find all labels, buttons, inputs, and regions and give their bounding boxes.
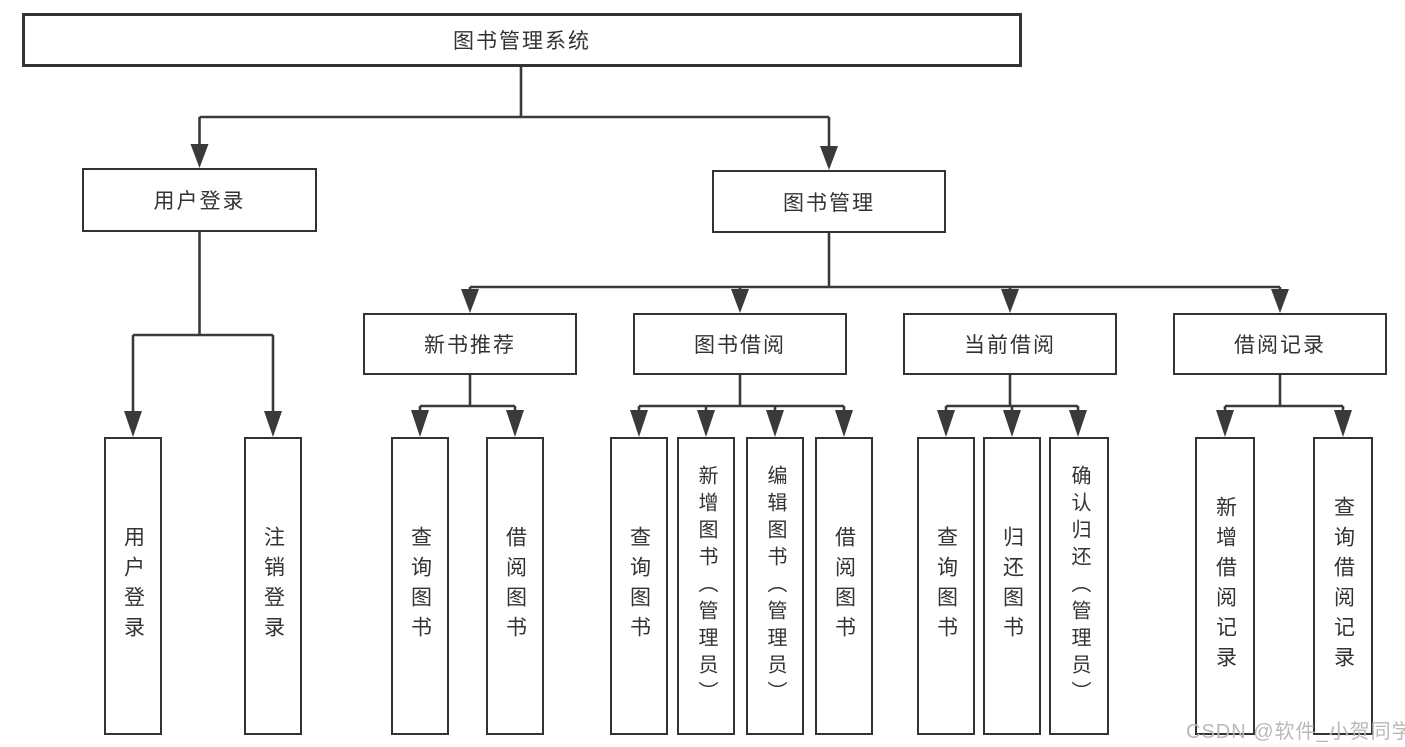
node-query-borrow-record: 查询借阅记录 — [1313, 437, 1373, 735]
node-library-system-label: 图书管理系统 — [453, 30, 591, 53]
node-borrow-books-2-label: 借阅图书 — [832, 526, 856, 646]
node-user-login: 用户登录 — [82, 168, 317, 232]
node-return-books-label: 归还图书 — [1000, 526, 1024, 646]
node-borrowing-records-label: 借阅记录 — [1234, 334, 1326, 357]
node-add-books-admin-label: 新增图书（管理员） — [695, 464, 717, 708]
node-query-borrow-record-label: 查询借阅记录 — [1331, 496, 1355, 676]
node-query-books-2-label: 查询图书 — [627, 526, 651, 646]
node-return-books: 归还图书 — [983, 437, 1041, 735]
node-borrow-books-1-label: 借阅图书 — [503, 526, 527, 646]
node-logout-label: 注销登录 — [261, 526, 285, 646]
node-edit-books-admin: 编辑图书（管理员） — [746, 437, 804, 735]
node-borrow-books-1: 借阅图书 — [486, 437, 544, 735]
node-user-login-label: 用户登录 — [153, 190, 246, 213]
node-new-book-recommendation: 新书推荐 — [363, 313, 577, 375]
node-confirm-return-admin-label: 确认归还（管理员） — [1068, 464, 1090, 708]
node-query-books-1-label: 查询图书 — [408, 526, 432, 646]
node-logout: 注销登录 — [244, 437, 302, 735]
node-book-borrowing-label: 图书借阅 — [694, 334, 786, 357]
node-library-system: 图书管理系统 — [22, 13, 1022, 67]
node-current-borrowing: 当前借阅 — [903, 313, 1117, 375]
node-borrowing-records: 借阅记录 — [1173, 313, 1387, 375]
node-add-borrow-record-label: 新增借阅记录 — [1213, 496, 1237, 676]
csdn-watermark: CSDN @软件_小贺同学 — [1186, 721, 1405, 743]
node-borrow-books-2: 借阅图书 — [815, 437, 873, 735]
node-new-book-recommendation-label: 新书推荐 — [424, 334, 516, 357]
node-confirm-return-admin: 确认归还（管理员） — [1049, 437, 1109, 735]
node-add-books-admin: 新增图书（管理员） — [677, 437, 735, 735]
node-query-books-3-label: 查询图书 — [934, 526, 958, 646]
node-query-books-3: 查询图书 — [917, 437, 975, 735]
node-user-login-leaf-label: 用户登录 — [121, 526, 145, 646]
node-book-management-label: 图书管理 — [783, 191, 875, 215]
node-edit-books-admin-label: 编辑图书（管理员） — [764, 464, 786, 708]
node-query-books-2: 查询图书 — [610, 437, 668, 735]
node-add-borrow-record: 新增借阅记录 — [1195, 437, 1255, 735]
node-current-borrowing-label: 当前借阅 — [964, 334, 1056, 357]
node-book-borrowing: 图书借阅 — [633, 313, 847, 375]
node-query-books-1: 查询图书 — [391, 437, 449, 735]
node-user-login-leaf: 用户登录 — [104, 437, 162, 735]
node-book-management: 图书管理 — [712, 170, 946, 233]
